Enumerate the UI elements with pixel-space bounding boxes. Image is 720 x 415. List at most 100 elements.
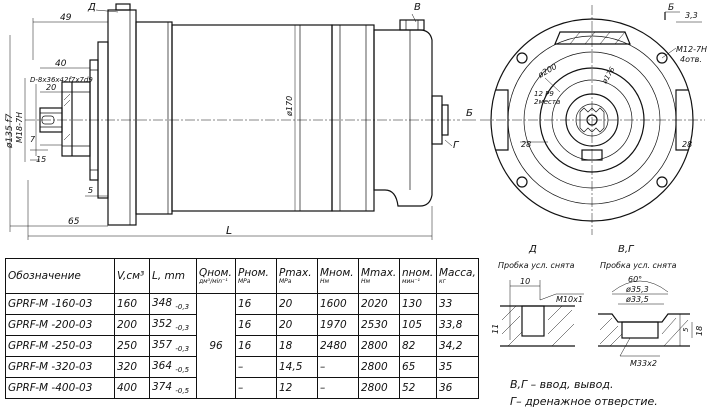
cell-n: 65 (399, 356, 437, 378)
col-pnom: Pном.MPa (235, 258, 277, 294)
cell-mass: 33 (436, 293, 479, 315)
cell-mmax: 2530 (358, 314, 400, 336)
note-drain: Г– дренажное отверстие. (510, 395, 658, 408)
end-dim-28b: 28 (682, 140, 692, 149)
cell-name: GPRF-M -200-03 (5, 314, 115, 336)
detail-vg-m33: M33x2 (630, 359, 657, 368)
end-dim-m12: M12-7H (676, 45, 707, 54)
cell-mnom: 1970 (317, 314, 359, 336)
dim-65: 65 (68, 217, 80, 227)
cell-mmax: 2800 (358, 377, 400, 399)
dim-7: 7 (30, 135, 36, 144)
cell-mass: 33,8 (436, 314, 479, 336)
table-row: GPRF-M -320-03 320 364 -0,5 – 14,5 – 280… (5, 356, 479, 378)
cell-pnom: 16 (235, 335, 277, 357)
spec-table: Обозначение V,cм³ L, mm Qном.дм³/мin⁻¹ P… (5, 258, 479, 399)
cell-pnom: 16 (235, 293, 277, 315)
end-dim-dia200: ø200 (536, 62, 559, 80)
detail-d-dim11: 11 (491, 324, 500, 334)
detail-vg-letter: В,Г (618, 244, 635, 255)
cell-v: 320 (114, 356, 150, 378)
col-length: L, mm (149, 258, 197, 294)
cell-n: 52 (399, 377, 437, 399)
cell-pnom: – (235, 356, 277, 378)
dim-dia170: ø170 (285, 96, 294, 117)
cell-v: 400 (114, 377, 150, 399)
cell-pnom: – (235, 377, 277, 399)
detail-vg-dim5: 5 (682, 327, 690, 332)
table-row: GPRF-M -200-03 200 352 -0,3 16 20 1970 2… (5, 314, 479, 336)
col-mass: Масса,кг (436, 258, 479, 294)
cell-n: 105 (399, 314, 437, 336)
dim-49: 49 (60, 13, 72, 23)
end-dim-p12: 12 P9 (534, 90, 554, 98)
label-d-side: Д (87, 2, 96, 13)
detail-vg: В,Г Пробка усл. снята 60° ø35,3 ø33,5 5 … (598, 244, 704, 368)
cell-pmax: 12 (276, 377, 318, 399)
note-ports: В,Г – ввод, вывод. (510, 378, 614, 391)
cell-v: 200 (114, 314, 150, 336)
detail-vg-caption: Пробка усл. снята (600, 261, 677, 270)
dim-L: L (226, 224, 232, 237)
cell-v: 250 (114, 335, 150, 357)
cell-mmax: 2800 (358, 356, 400, 378)
cell-mnom: – (317, 356, 359, 378)
end-label-b: Б (668, 3, 674, 13)
cell-name: GPRF-M -160-03 (5, 293, 115, 315)
col-nnom: nном.мин⁻¹ (399, 258, 437, 294)
end-view: Б 3,3 M12-7H 4отв. ø200 ø176 12 P9 2мест… (480, 3, 707, 235)
cell-n: 130 (399, 293, 437, 315)
detail-vg-angle: 60° (628, 275, 642, 284)
cell-l: 364 -0,5 (149, 356, 197, 378)
table-row: GPRF-M -160-03 160 348 -0,3 96 16 20 160… (5, 293, 479, 399)
cell-mnom: 1600 (317, 293, 359, 315)
col-mnom: Mном.Нм (317, 258, 359, 294)
cell-pnom: 16 (235, 314, 277, 336)
cell-n: 82 (399, 335, 437, 357)
cell-mass: 36 (436, 377, 479, 399)
col-pmax: Pmax.MPa (276, 258, 318, 294)
detail-d-caption: Пробка усл. снята (498, 261, 575, 270)
cell-q: 96 (196, 293, 236, 399)
cell-v: 160 (114, 293, 150, 315)
end-dim-33: 3,3 (685, 11, 698, 20)
col-qnom: Qном.дм³/мin⁻¹ (196, 258, 236, 294)
cell-mass: 35 (436, 356, 479, 378)
cell-l: 374 -0,5 (149, 377, 197, 399)
cell-pmax: 20 (276, 293, 318, 315)
cell-mnom: 2480 (317, 335, 359, 357)
table-header-row: Обозначение V,cм³ L, mm Qном.дм³/мin⁻¹ P… (5, 258, 479, 294)
cell-name: GPRF-M -250-03 (5, 335, 115, 357)
label-b-side: Б (466, 108, 473, 119)
label-v-side: В (414, 2, 421, 13)
col-volume: V,cм³ (114, 258, 150, 294)
cell-mmax: 2020 (358, 293, 400, 315)
detail-vg-d353: ø35,3 (625, 285, 649, 294)
side-view: Д В Г 49 40 D-8x36x42f7x7d9 20 7 15 5 65… (5, 2, 476, 240)
cell-mnom: – (317, 377, 359, 399)
detail-vg-dim18: 18 (695, 326, 704, 336)
col-mmax: Mmax.Нм (358, 258, 400, 294)
end-dim-28a: 28 (521, 140, 531, 149)
cell-mass: 34,2 (436, 335, 479, 357)
col-designation: Обозначение (5, 258, 115, 294)
dim-m18: M18-7H (15, 112, 24, 143)
cell-pmax: 18 (276, 335, 318, 357)
dim-spline: D-8x36x42f7x7d9 (30, 76, 93, 84)
detail-d-letter: Д (528, 244, 537, 255)
table-row: GPRF-M -400-03 400 374 -0,5 – 12 – 2800 … (5, 377, 479, 399)
table-row: GPRF-M -250-03 250 357 -0,3 16 18 2480 2… (5, 335, 479, 357)
cell-l: 352 -0,3 (149, 314, 197, 336)
dim-40: 40 (55, 59, 67, 69)
dim-20: 20 (46, 83, 56, 92)
cell-l: 357 -0,3 (149, 335, 197, 357)
cell-mmax: 2800 (358, 335, 400, 357)
dim-5: 5 (88, 186, 93, 195)
cell-pmax: 14,5 (276, 356, 318, 378)
cell-pmax: 20 (276, 314, 318, 336)
dim-15: 15 (36, 155, 46, 164)
detail-vg-d335: ø33,5 (625, 295, 649, 304)
end-dim-places: 2места (534, 98, 560, 106)
cell-name: GPRF-M -320-03 (5, 356, 115, 378)
